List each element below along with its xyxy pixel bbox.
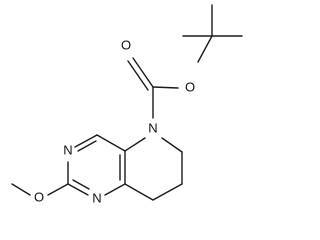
bond-n5-to-c6 [161,137,183,153]
bond-tbu-quaternary-to-ester-oxygen [197,35,213,63]
saturated-ring [124,137,183,201]
bond-ester-oxygen-to-carbonyl-carbon [152,86,179,89]
atom-label-ring-nitrogen-5: N [148,120,157,135]
bond-n5-to-c4a [124,137,146,152]
bond-c4a-to-c4 [96,134,126,152]
bond-c4-to-n3 [74,134,98,148]
tert-butyl-group [182,4,243,63]
bond-methoxy-oxygen-to-methyl [11,183,31,196]
carbamate-group [127,57,179,119]
bond-n1-to-c8a [104,183,126,196]
bond-c2-to-n1-inner [72,179,90,190]
atom-label-carbonyl-oxygen: O [121,37,131,52]
methoxy-group [11,183,69,196]
bond-c2-to-n1 [67,183,89,196]
bond-c2-to-methoxy-oxygen [47,183,69,196]
pyrimidine-ring [67,134,126,196]
chemical-structure-diagram: O O N N N O [11,4,243,205]
atom-label-methoxy-oxygen: O [34,189,44,204]
bond-carbonyl-double-1 [132,57,154,88]
bond-c7-to-c8 [152,183,183,201]
bond-carbonyl-double-2 [127,60,149,91]
bond-c8-to-c8a [124,183,154,201]
atom-label-pyrimidine-nitrogen-bottom: N [92,190,101,205]
bond-c4-to-n3-inner [77,140,97,152]
atom-label-pyrimidine-nitrogen-top: N [63,142,72,157]
atom-label-ester-oxygen: O [185,79,195,94]
